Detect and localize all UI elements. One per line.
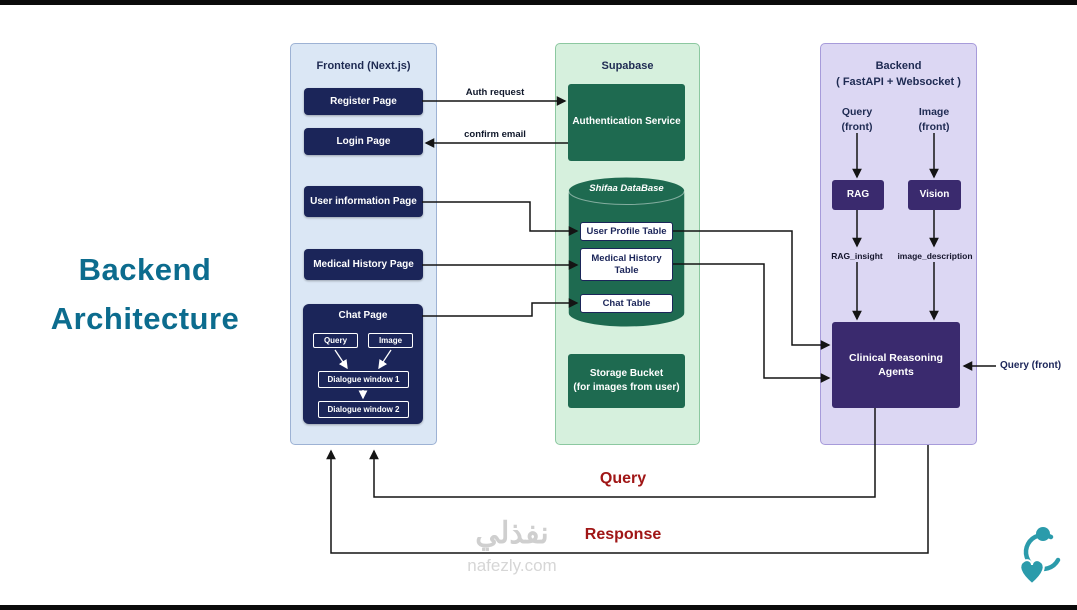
nafezly-logo-icon: [1019, 527, 1061, 586]
letterbox-top: [0, 0, 1077, 5]
page-title-line1: Backend: [78, 252, 212, 287]
query-front-label: Query (front): [841, 106, 873, 133]
medical-history-page-node: Medical History Page: [304, 249, 423, 280]
backend-panel-title-line1: Backend: [875, 60, 922, 72]
vision-node: Vision: [908, 180, 961, 210]
storage-bucket-line2: (for images from user): [573, 382, 680, 393]
page-title: Backend Architecture: [15, 245, 275, 343]
register-page-node: Register Page: [304, 88, 423, 115]
letterbox-bottom: [0, 605, 1077, 610]
backend-panel-title-line2: ( FastAPI + Websocket ): [836, 76, 961, 88]
clinical-reasoning-agents-node: Clinical Reasoning Agents: [832, 322, 960, 408]
chat-table-node: Chat Table: [580, 294, 673, 313]
dialogue-window-1-node: Dialogue window 1: [318, 371, 409, 388]
nafezly-logo: [1012, 522, 1066, 588]
auth-request-label: Auth request: [465, 87, 525, 98]
medical-history-table-node: Medical History Table: [580, 248, 673, 281]
watermark-arabic: نفذلي: [475, 517, 549, 550]
query-front-external-label: Query (front): [1000, 360, 1062, 371]
chat-image-node: Image: [368, 333, 413, 348]
image-front-label: Image (front): [918, 106, 950, 133]
rag-insight-label: RAG_insight: [831, 251, 883, 261]
chat-query-node: Query: [313, 333, 358, 348]
frontend-panel-title: Frontend (Next.js): [316, 60, 411, 72]
confirm-email-label: confirm email: [464, 129, 526, 140]
database-name: Shifaa DataBase: [589, 183, 664, 194]
user-profile-table-node: User Profile Table: [580, 222, 673, 241]
backend-panel-title: Backend ( FastAPI + Websocket ): [820, 58, 977, 90]
arrow-chat-to-chat-table: [422, 298, 579, 317]
login-page-node: Login Page: [304, 128, 423, 155]
supabase-panel-title: Supabase: [601, 60, 654, 72]
arrow-userinfo-to-profile-table: [422, 201, 579, 236]
storage-bucket-node: Storage Bucket (for images from user): [568, 354, 685, 408]
query-flow-label: Query: [599, 470, 647, 487]
chat-page-title: Chat Page: [338, 310, 388, 321]
dialogue-window-2-node: Dialogue window 2: [318, 401, 409, 418]
watermark-domain: nafezly.com: [467, 556, 557, 575]
user-info-page-node: User information Page: [304, 186, 423, 217]
auth-service-node: Authentication Service: [568, 84, 685, 161]
rag-node: RAG: [832, 180, 884, 210]
image-description-label: image_description: [897, 251, 973, 261]
page-title-line2: Architecture: [50, 301, 240, 336]
storage-bucket-line1: Storage Bucket: [589, 367, 664, 379]
